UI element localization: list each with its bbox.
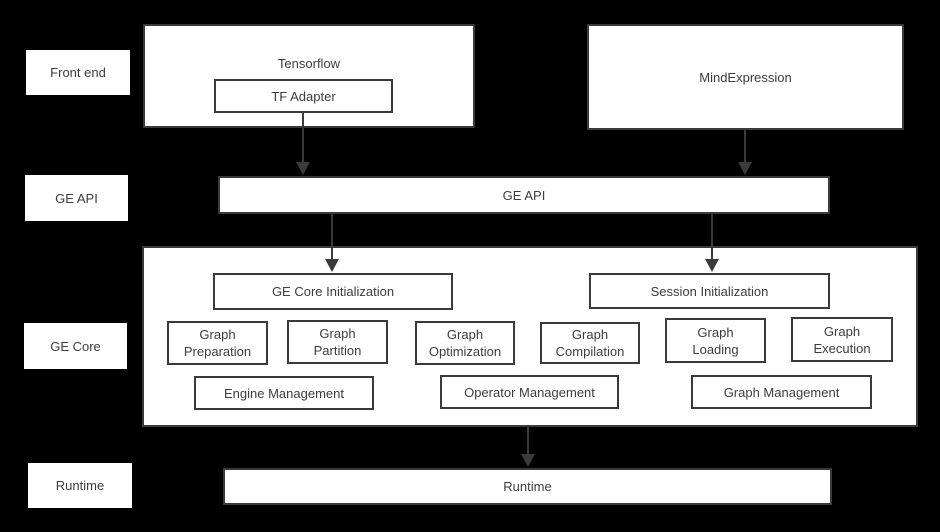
graph-loading-label-line2: Loading: [692, 341, 739, 357]
graph-optimization-label-line1: Graph: [446, 327, 484, 342]
graph-preparation-label-line1: Graph: [199, 327, 236, 342]
mindexpression-label: MindExpression: [699, 69, 792, 85]
graph-preparation-label-line2: Preparation: [183, 344, 252, 359]
session-initialization-label: Session Initialization: [650, 283, 769, 299]
graph-loading-box: Graph Loading: [665, 318, 766, 363]
graph-management-label: Graph Management: [723, 384, 840, 400]
engine-management-box: Engine Management: [194, 376, 374, 410]
engine-management-label: Engine Management: [224, 385, 344, 401]
graph-partition-label-line2: Partition: [313, 343, 362, 358]
ge-core-box: GE Core Initialization Session Initializ…: [142, 246, 918, 427]
graph-partition-box: Graph Partition: [287, 320, 388, 364]
tensorflow-label: Tensorflow: [277, 56, 341, 71]
graph-compilation-box: Graph Compilation: [540, 322, 640, 364]
graph-execution-label-line1: Graph: [823, 323, 861, 339]
ge-api-bar-label: GE API: [502, 187, 546, 203]
runtime-bar-label: Runtime: [503, 479, 552, 494]
row-label-front-end: Front end: [26, 50, 130, 95]
graph-optimization-box: Graph Optimization: [415, 321, 515, 365]
graph-preparation-box: Graph Preparation: [167, 321, 268, 365]
row-label-front-end-text: Front end: [50, 65, 106, 80]
row-label-ge-core: GE Core: [24, 323, 127, 369]
graph-compilation-label-line2: Compilation: [555, 344, 625, 359]
operator-management-box: Operator Management: [440, 375, 619, 409]
graph-management-box: Graph Management: [691, 375, 872, 409]
row-label-ge-api-text: GE API: [55, 190, 98, 206]
tf-adapter-label: TF Adapter: [271, 88, 336, 104]
ge-core-initialization-label: GE Core Initialization: [271, 284, 395, 299]
session-initialization-box: Session Initialization: [589, 273, 830, 309]
graph-loading-label-line1: Graph: [697, 324, 734, 340]
arrow-ge-api-to-session-initialization: [705, 214, 719, 272]
row-label-runtime-text: Runtime: [55, 478, 105, 493]
arrow-ge-api-to-ge-core-initialization: [325, 214, 339, 272]
arrow-mindexpression-to-ge-api: [738, 130, 752, 175]
graph-optimization-label-line2: Optimization: [428, 344, 502, 359]
mindexpression-box: MindExpression: [587, 24, 904, 130]
tensorflow-box: Tensorflow TF Adapter: [143, 24, 475, 128]
graph-compilation-label-line1: Graph: [571, 327, 609, 342]
runtime-bar: Runtime: [223, 468, 832, 505]
ge-api-bar: GE API: [218, 176, 830, 214]
graph-partition-label-line1: Graph: [319, 326, 356, 341]
arrow-tf-adapter-to-ge-api: [296, 113, 310, 175]
graph-execution-label-line2: Execution: [813, 340, 871, 356]
row-label-runtime: Runtime: [28, 463, 132, 508]
arrow-ge-core-to-runtime: [521, 427, 535, 467]
ge-core-initialization-box: GE Core Initialization: [213, 273, 453, 310]
row-label-ge-api: GE API: [25, 175, 128, 221]
graph-execution-box: Graph Execution: [791, 317, 893, 362]
tf-adapter-box: TF Adapter: [214, 79, 393, 113]
operator-management-label: Operator Management: [464, 384, 595, 400]
row-label-ge-core-text: GE Core: [50, 338, 101, 354]
